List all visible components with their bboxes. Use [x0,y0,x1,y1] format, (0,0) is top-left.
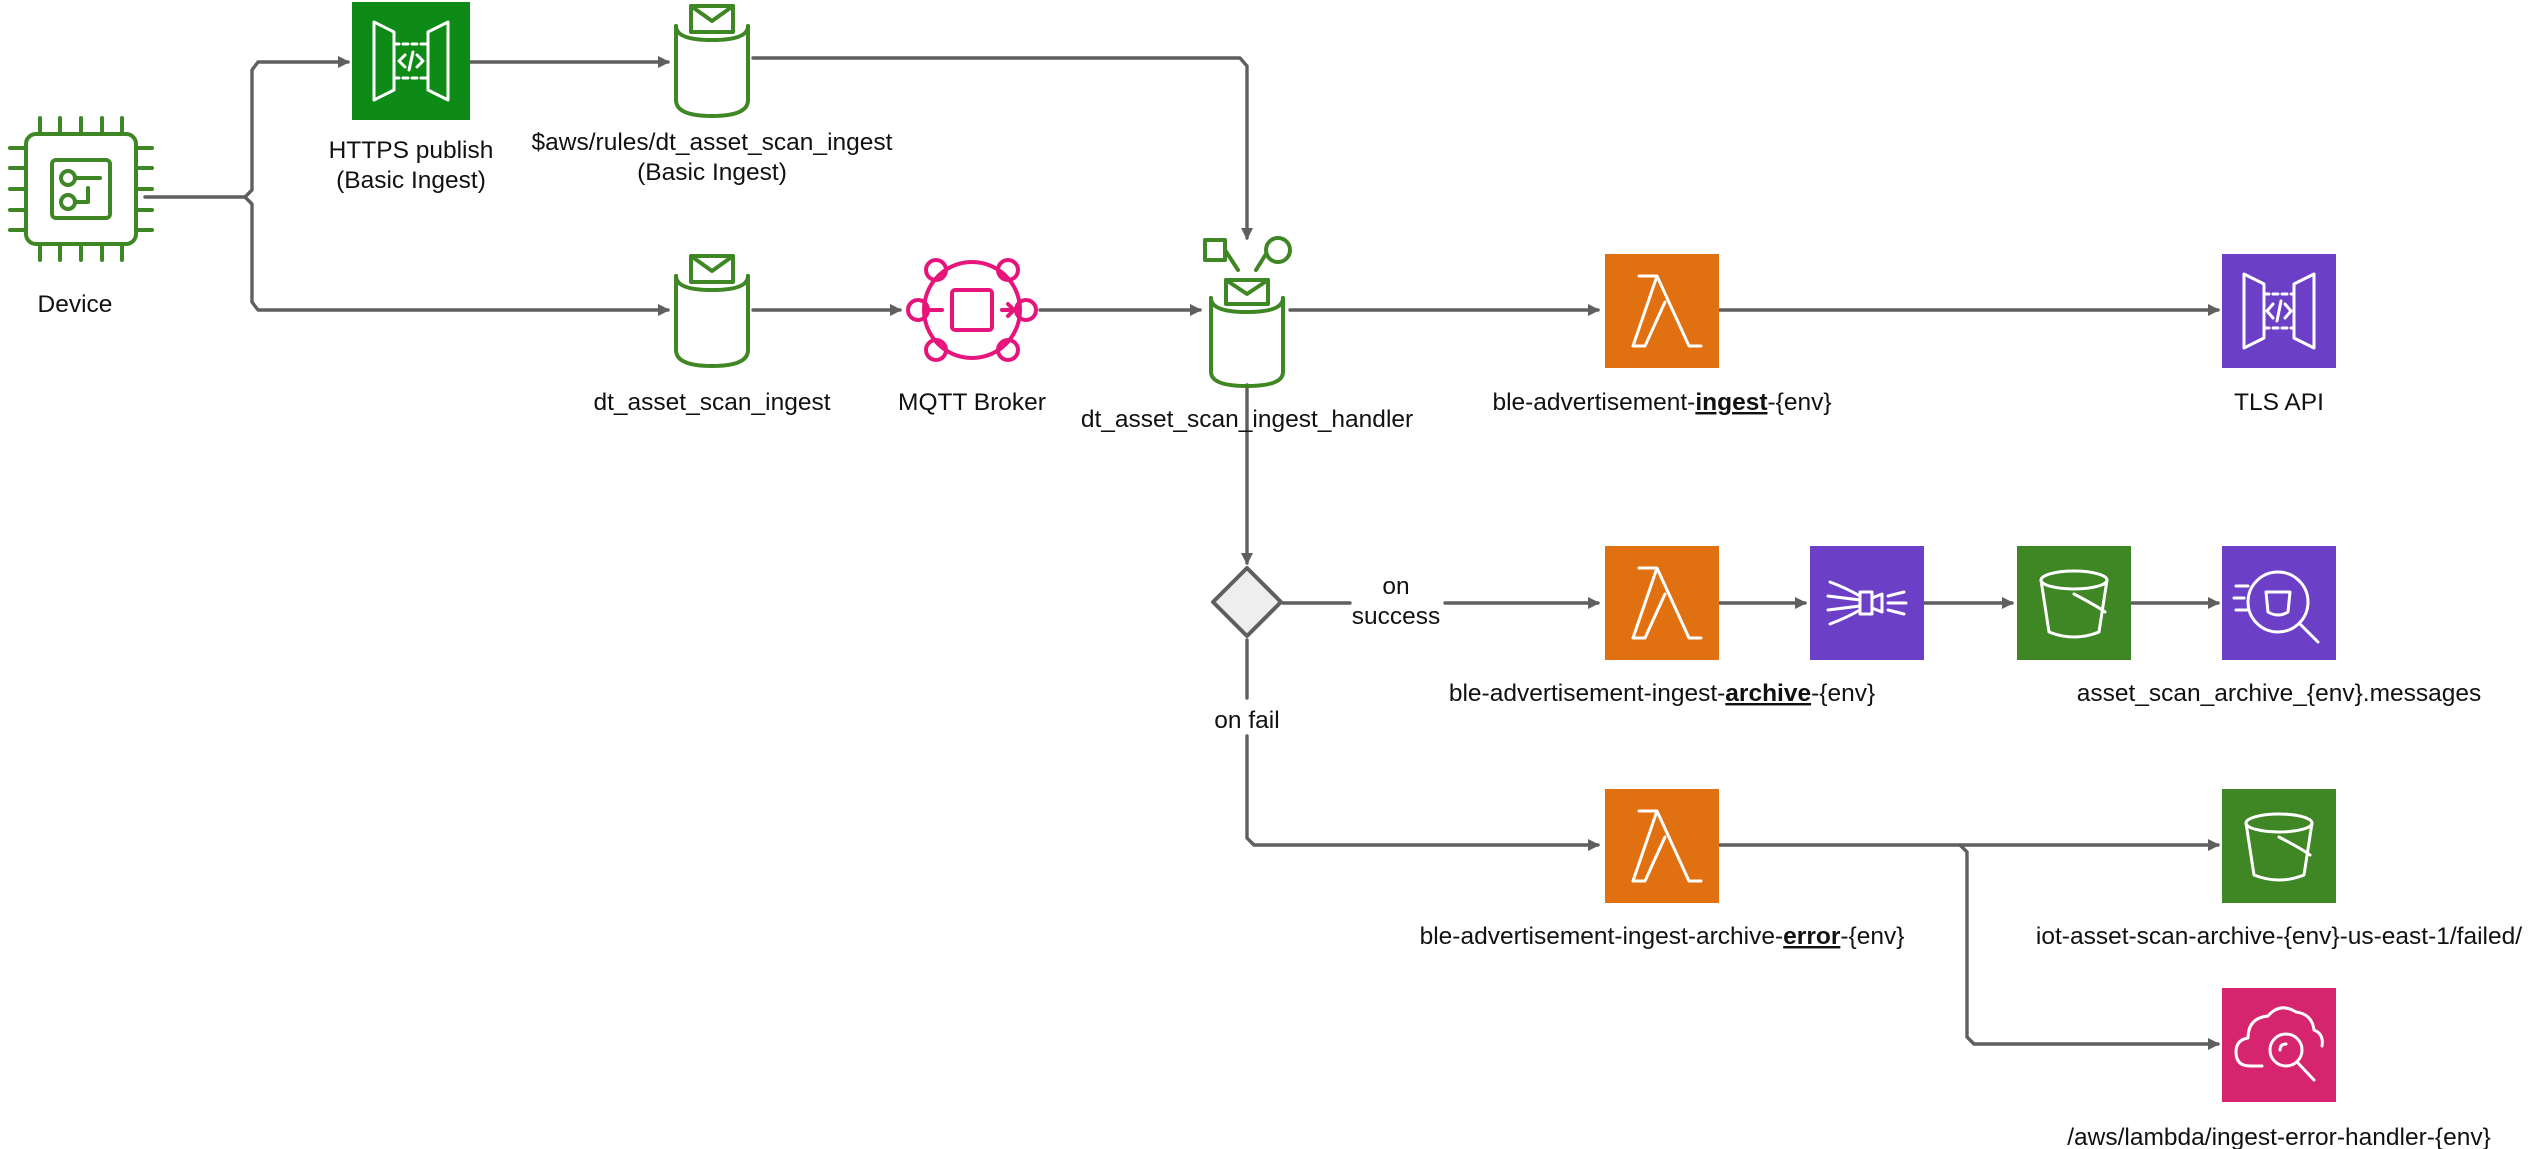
edge-basic-topic-to-handler [751,56,1253,240]
archive-lambda-label-pre: ble-advertisement-ingest- [1449,680,1725,707]
kinesis-firehose-icon [1810,546,1924,660]
ingest-lambda-label-bold: ingest [1695,389,1767,416]
tls-api-label: TLS API [2234,389,2324,416]
cloudwatch-logs-icon [2222,988,2336,1102]
iot-device-icon [8,116,154,262]
error-lambda-label-bold: error [1783,923,1841,950]
error-lambda-label-pre: ble-advertisement-ingest-archive- [1420,923,1784,950]
athena-node[interactable]: asset_scan_archive_{env}.messages [2077,546,2482,707]
device-label: Device [38,291,113,318]
log-group-node[interactable]: /aws/lambda/ingest-error-handler-{env} [2067,988,2491,1149]
scan-ingest-topic-label: dt_asset_scan_ingest [594,389,831,416]
basic-ingest-topic-label-1: $aws/rules/dt_asset_scan_ingest [532,129,893,156]
iot-rule-icon [1203,236,1292,388]
ingest-handler-node[interactable]: dt_asset_scan_ingest_handler [1081,236,1413,433]
basic-ingest-topic-label-2: (Basic Ingest) [637,159,787,186]
mqtt-broker-node[interactable]: MQTT Broker [898,258,1046,416]
basic-ingest-topic-node[interactable]: $aws/rules/dt_asset_scan_ingest (Basic I… [532,4,893,186]
edge-error-lambda-to-log-group [1958,843,2220,1050]
archive-lambda-label-post: -{env} [1811,680,1875,707]
on-fail-label: on fail [1214,707,1279,734]
archive-lambda-label-bold: archive [1725,680,1811,707]
archive-lambda-label: ble-advertisement-ingest-archive-{env} [1449,680,1875,707]
failed-bucket-node[interactable]: iot-asset-scan-archive-{env}-us-east-1/f… [2036,789,2522,950]
mqtt-broker-label: MQTT Broker [898,389,1046,416]
ingest-handler-label: dt_asset_scan_ingest_handler [1081,406,1413,433]
log-group-label: /aws/lambda/ingest-error-handler-{env} [2067,1124,2491,1149]
edge-device-to-https-publish [243,56,350,199]
error-lambda-node[interactable]: ble-advertisement-ingest-archive-error-{… [1420,789,1905,950]
error-lambda-label-post: -{env} [1840,923,1904,950]
error-lambda-label: ble-advertisement-ingest-archive-error-{… [1420,923,1905,950]
iot-topic-icon [674,4,750,118]
decision-diamond-icon [1211,566,1283,638]
scan-ingest-topic-node[interactable]: dt_asset_scan_ingest [594,254,831,416]
lambda-icon [1605,254,1719,368]
iot-topic-icon [674,254,750,368]
https-publish-label-1: HTTPS publish [329,137,494,164]
https-publish-label-2: (Basic Ingest) [336,167,486,194]
decision-node[interactable] [1211,566,1283,638]
athena-icon [2222,546,2336,660]
lambda-icon [1605,789,1719,903]
athena-label: asset_scan_archive_{env}.messages [2077,680,2482,707]
s3-bucket-icon [2222,789,2336,903]
ingest-lambda-label: ble-advertisement-ingest-{env} [1492,389,1831,416]
https-publish-node[interactable]: HTTPS publish (Basic Ingest) [329,2,494,194]
tls-api-node[interactable]: TLS API [2222,254,2336,416]
on-success-label-2: success [1352,603,1441,630]
edges [143,56,2220,1050]
edge-decision-to-error-lambda [1245,734,1600,851]
api-gateway-icon [352,2,470,120]
lambda-icon [1605,546,1719,660]
device-node[interactable]: Device [8,116,154,318]
firehose-node[interactable] [1810,546,1924,660]
failed-bucket-label: iot-asset-scan-archive-{env}-us-east-1/f… [2036,923,2522,950]
ingest-lambda-label-pre: ble-advertisement- [1492,389,1695,416]
api-gateway-icon [2222,254,2336,368]
archive-lambda-node[interactable]: ble-advertisement-ingest-archive-{env} [1449,546,1875,707]
on-success-label-1: on [1382,573,1409,600]
ingest-lambda-node[interactable]: ble-advertisement-ingest-{env} [1492,254,1832,416]
ingest-lambda-label-post: -{env} [1768,389,1832,416]
mqtt-broker-icon [906,258,1038,362]
s3-bucket-icon [2017,546,2131,660]
archive-bucket-node[interactable] [2017,546,2131,660]
edge-device-to-scan-ingest-topic [243,195,670,316]
